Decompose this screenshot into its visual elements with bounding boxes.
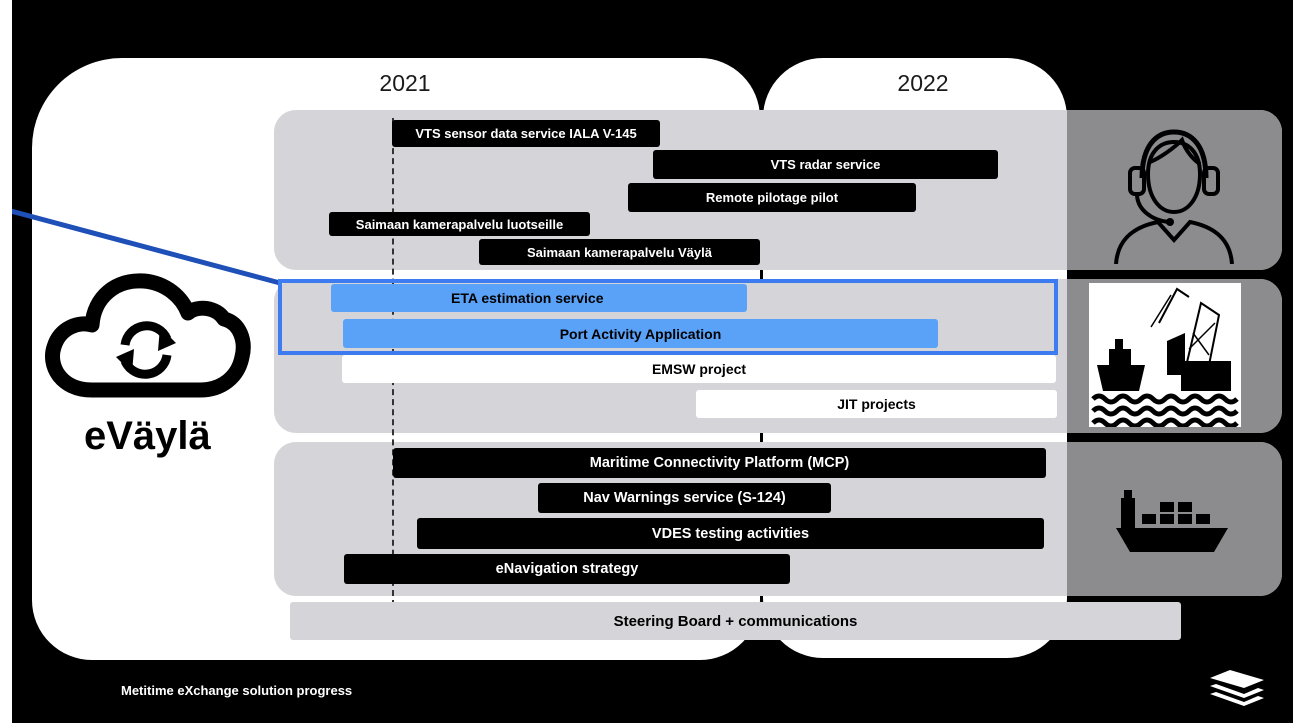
headset-operator-icon [1114, 129, 1234, 264]
year-label-2021: 2021 [379, 70, 431, 96]
bar-enavigation: eNavigation strategy [344, 554, 790, 584]
year-label-2022: 2022 [897, 70, 949, 96]
connector-line [12, 208, 281, 286]
bar-eta: ETA estimation service [331, 284, 747, 312]
bar-saimaan-luotseille: Saimaan kamerapalvelu luotseille [329, 212, 590, 236]
bar-port-activity: Port Activity Application [343, 319, 938, 348]
iconbox-operator [1067, 110, 1282, 270]
bar-saimaan-vayla: Saimaan kamerapalvelu Väylä [479, 239, 760, 265]
cloud-sync-icon [45, 273, 251, 398]
bar-vdes: VDES testing activities [417, 518, 1044, 549]
footer-caption: Metitime eXchange solution progress [121, 683, 353, 698]
wave-logo-icon [1210, 670, 1264, 706]
bar-vts-sensor: VTS sensor data service IALA V-145 [392, 120, 660, 147]
bar-jit: JIT projects [696, 390, 1057, 418]
port-crane-ship-icon [1091, 287, 1239, 427]
bar-remote-pilotage: Remote pilotage pilot [628, 183, 916, 212]
bar-steering: Steering Board + communications [290, 602, 1181, 640]
slide: 2021 2022 VTS sensor data service IALA V… [12, 0, 1293, 723]
bar-mcp: Maritime Connectivity Platform (MCP) [393, 448, 1046, 478]
brand-title: eVäylä [84, 414, 211, 458]
container-ship-icon [1116, 490, 1228, 552]
bar-nav-warnings: Nav Warnings service (S-124) [538, 483, 831, 513]
iconbox-ship [1067, 442, 1282, 596]
bar-vts-radar: VTS radar service [653, 150, 998, 179]
highlight-box [278, 279, 1058, 355]
bar-emsw: EMSW project [342, 355, 1056, 383]
